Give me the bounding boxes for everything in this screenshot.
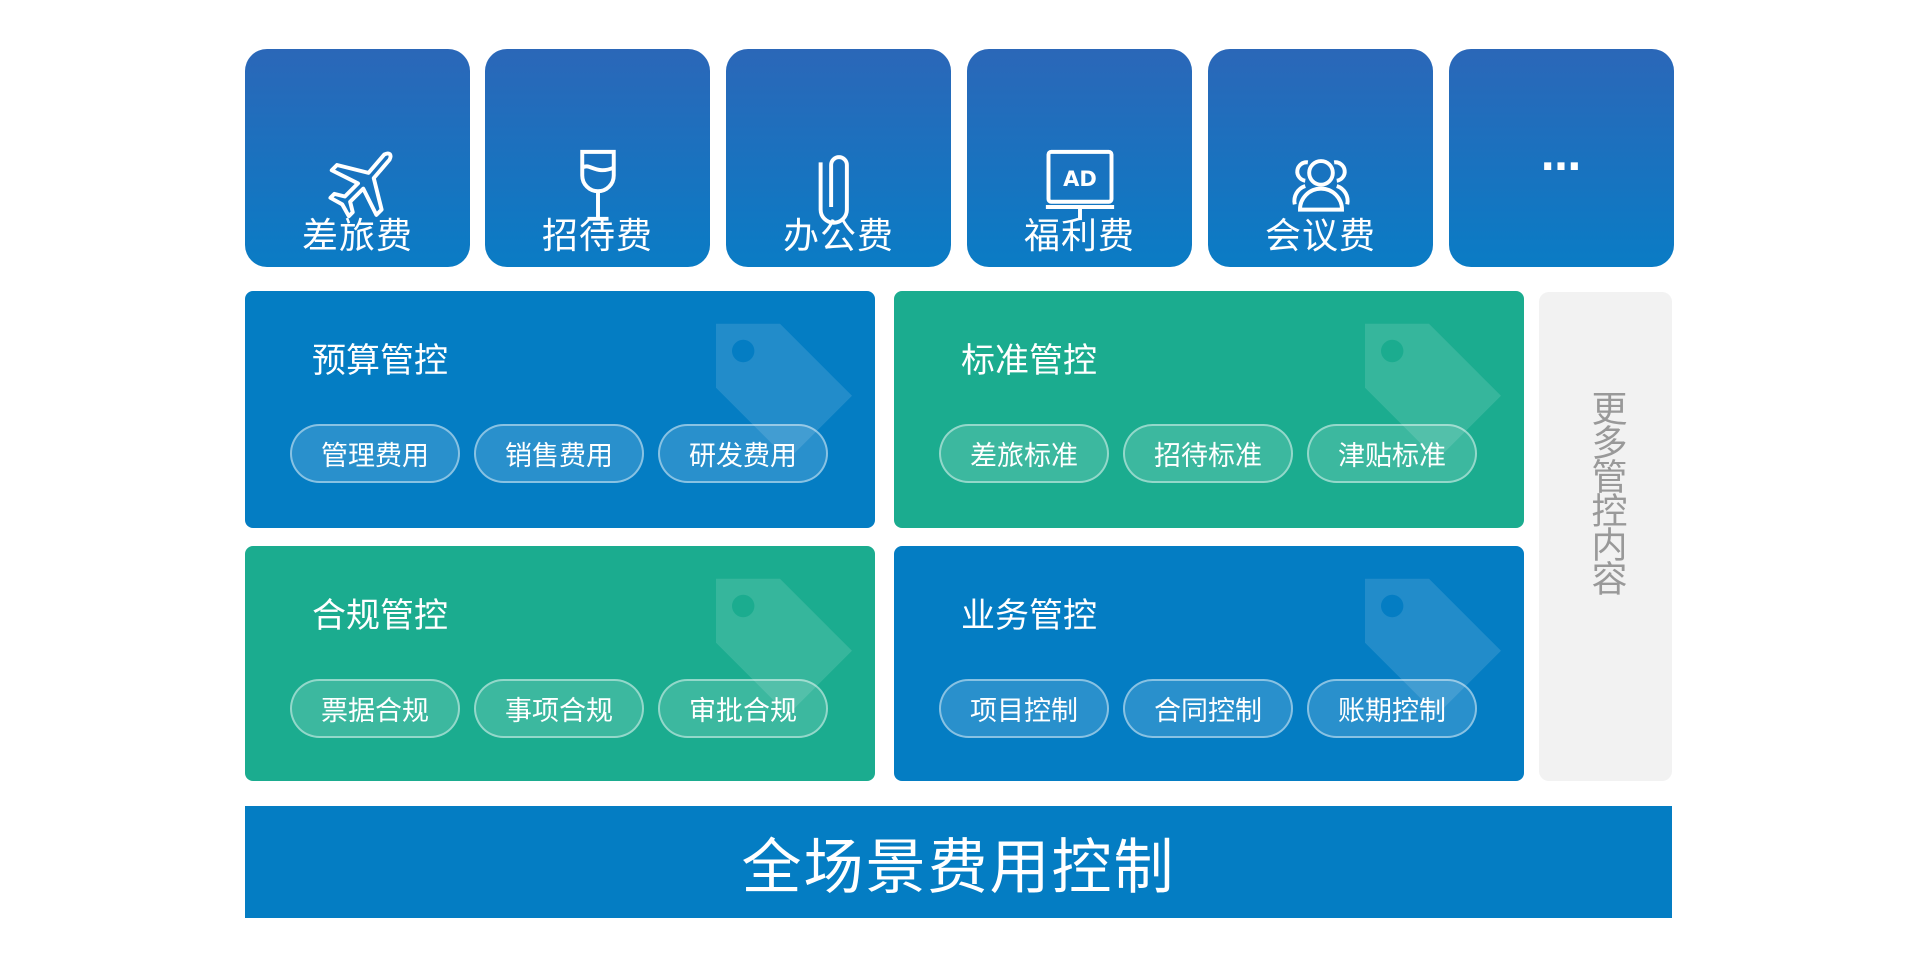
pill[interactable]: 合同控制 — [1123, 679, 1293, 738]
tag-icon — [1365, 578, 1501, 715]
more-controls-panel: 更多管控内容 — [1539, 292, 1672, 781]
tile-office[interactable]: 办公费 — [726, 49, 951, 267]
tile-label: 招待费 — [541, 216, 653, 257]
pill[interactable]: 票据合规 — [290, 679, 460, 738]
panel-business: 业务管控 项目控制 合同控制 账期控制 — [894, 546, 1524, 781]
svg-text:AD: AD — [1063, 167, 1097, 191]
tile-label: 办公费 — [782, 216, 894, 257]
tile-travel[interactable]: 差旅费 — [245, 49, 470, 267]
pill[interactable]: 差旅标准 — [939, 424, 1109, 483]
panel-budget: 预算管控 管理费用 销售费用 研发费用 — [245, 291, 875, 528]
tile-meeting[interactable]: 会议费 — [1208, 49, 1433, 267]
panel-title: 业务管控 — [961, 596, 1097, 636]
tag-icon — [1365, 323, 1501, 460]
panel-title: 预算管控 — [312, 341, 448, 381]
more-icon: … — [1541, 134, 1582, 180]
ad-board-icon: AD — [1045, 149, 1114, 221]
tile-welfare[interactable]: AD 福利费 — [967, 49, 1192, 267]
more-controls-label: 更多管控内容 — [1585, 389, 1627, 594]
panel-title: 合规管控 — [312, 596, 448, 636]
pill[interactable]: 账期控制 — [1307, 679, 1477, 738]
pill[interactable]: 销售费用 — [474, 424, 644, 483]
users-icon — [1291, 159, 1350, 212]
panel-compliance: 合规管控 票据合规 事项合规 审批合规 — [245, 546, 875, 781]
pill[interactable]: 项目控制 — [939, 679, 1109, 738]
pill[interactable]: 津贴标准 — [1307, 424, 1477, 483]
tag-icon — [716, 323, 852, 460]
paperclip-icon — [818, 155, 849, 225]
tile-label: 差旅费 — [301, 216, 413, 257]
panel-title: 标准管控 — [961, 341, 1097, 381]
tile-label: 会议费 — [1264, 216, 1376, 257]
tile-label: 福利费 — [1023, 216, 1135, 257]
pill[interactable]: 研发费用 — [658, 424, 828, 483]
wine-glass-icon — [579, 149, 616, 221]
tag-icon — [716, 578, 852, 715]
pill[interactable]: 事项合规 — [474, 679, 644, 738]
footer-banner: 全场景费用控制 — [245, 806, 1672, 918]
pill[interactable]: 招待标准 — [1123, 424, 1293, 483]
tile-more[interactable]: … — [1449, 49, 1674, 267]
pill[interactable]: 审批合规 — [658, 679, 828, 738]
tile-entertainment[interactable]: 招待费 — [485, 49, 710, 267]
pill[interactable]: 管理费用 — [290, 424, 460, 483]
airplane-icon — [327, 151, 392, 219]
panel-standard: 标准管控 差旅标准 招待标准 津贴标准 — [894, 291, 1524, 528]
